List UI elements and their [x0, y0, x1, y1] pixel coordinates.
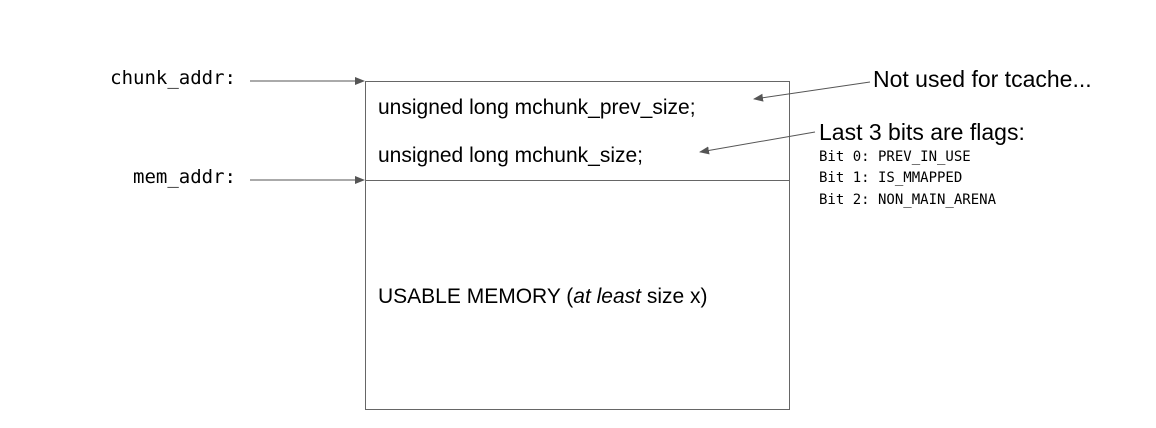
size-field: unsigned long mchunk_size;: [378, 144, 644, 167]
chunk-box: [365, 81, 790, 410]
flag-bit-1: Bit 1: IS_MMAPPED: [819, 170, 963, 186]
flags-note-title: Last 3 bits are flags:: [819, 119, 1025, 145]
chunk-addr-label: chunk_addr:: [110, 67, 236, 89]
usable-memory-prefix: USABLE MEMORY (: [378, 285, 574, 308]
usable-memory-label: USABLE MEMORY (at least size x): [378, 286, 708, 307]
prev-size-field: unsigned long mchunk_prev_size;: [378, 96, 696, 119]
tcache-note-arrow: [753, 81, 871, 102]
usable-memory-suffix: size x): [641, 285, 708, 308]
flags-note-arrow: [699, 131, 816, 155]
flag-bit-0: Bit 0: PREV_IN_USE: [819, 149, 971, 165]
flag-bit-2: Bit 2: NON_MAIN_ARENA: [819, 192, 997, 208]
usable-memory-emphasis: at least: [573, 285, 641, 308]
tcache-note: Not used for tcache...: [873, 66, 1092, 92]
mem-addr-label: mem_addr:: [133, 166, 236, 188]
